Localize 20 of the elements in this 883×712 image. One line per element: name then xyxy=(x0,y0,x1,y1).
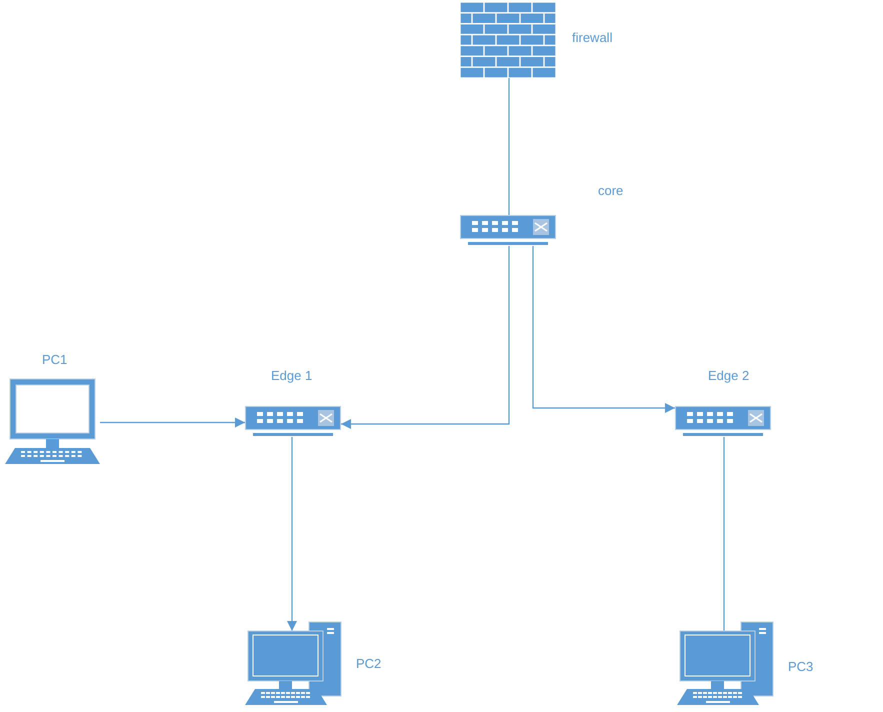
device-label: Edge 2 xyxy=(708,368,750,384)
network-switch-icon xyxy=(245,406,341,437)
arrow xyxy=(287,437,297,631)
device-label: firewall xyxy=(572,30,612,46)
connector-line xyxy=(723,437,725,632)
device-label: Edge 1 xyxy=(271,368,312,384)
desktop-computer-icon xyxy=(245,620,342,706)
laptop-icon xyxy=(5,378,100,467)
arrow xyxy=(341,246,510,429)
desktop-computer-icon xyxy=(677,620,774,706)
network-switch-icon xyxy=(675,406,771,437)
firewall-icon xyxy=(460,2,556,78)
device-label: PC3 xyxy=(788,659,814,675)
device-label: PC1 xyxy=(42,352,68,368)
connector-line xyxy=(508,78,510,215)
device-label: core xyxy=(598,183,624,199)
network-switch-icon xyxy=(460,215,556,246)
arrow xyxy=(100,418,245,428)
device-label: PC2 xyxy=(356,656,382,672)
arrow xyxy=(532,246,675,413)
